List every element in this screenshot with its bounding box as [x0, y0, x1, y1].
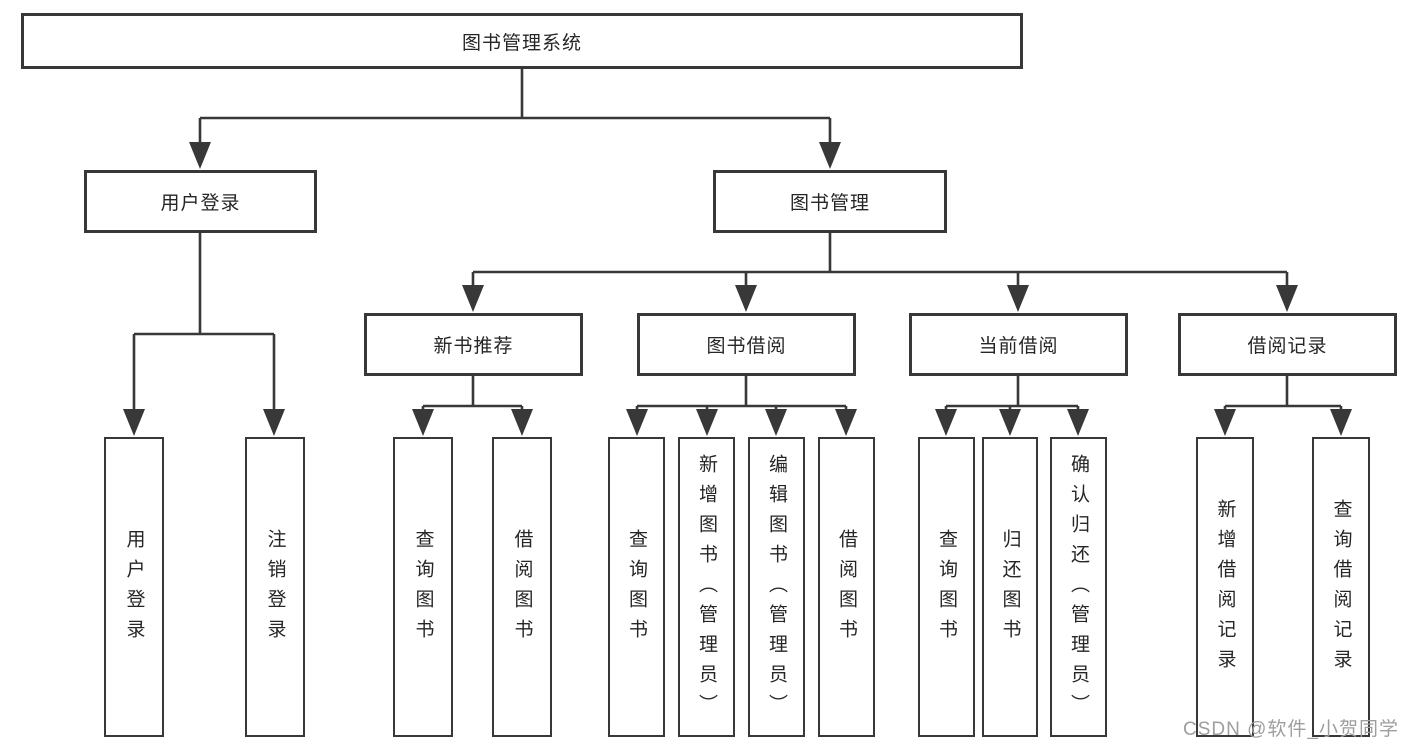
leaf-add-book-admin: 新增图书（管理员）: [678, 437, 735, 737]
leaf-query-books-borrowing: 查询图书: [608, 437, 665, 737]
leaf-query-books-current: 查询图书: [918, 437, 975, 737]
leaf-logout: 注销登录: [245, 437, 305, 737]
node-book-borrowing: 图书借阅: [637, 313, 856, 376]
leaf-query-borrow-record: 查询借阅记录: [1312, 437, 1370, 737]
node-new-book-recommendation: 新书推荐: [364, 313, 583, 376]
arrowheads: [123, 142, 1352, 436]
node-user-login: 用户登录: [84, 170, 317, 233]
leaf-user-login: 用户登录: [104, 437, 164, 737]
leaf-add-borrow-record: 新增借阅记录: [1196, 437, 1254, 737]
leaf-borrow-books-recommend: 借阅图书: [492, 437, 552, 737]
csdn-watermark: CSDN @软件_小贺同学: [1183, 719, 1399, 740]
node-borrowing-records: 借阅记录: [1178, 313, 1397, 376]
leaf-borrow-books-borrowing: 借阅图书: [818, 437, 875, 737]
node-current-borrowing: 当前借阅: [909, 313, 1128, 376]
leaf-return-book: 归还图书: [982, 437, 1038, 737]
node-book-management: 图书管理: [713, 170, 947, 233]
leaf-query-books-recommend: 查询图书: [393, 437, 453, 737]
leaf-confirm-return-admin: 确认归还（管理员）: [1050, 437, 1107, 737]
node-library-management-system: 图书管理系统: [21, 13, 1023, 69]
leaf-edit-book-admin: 编辑图书（管理员）: [748, 437, 805, 737]
